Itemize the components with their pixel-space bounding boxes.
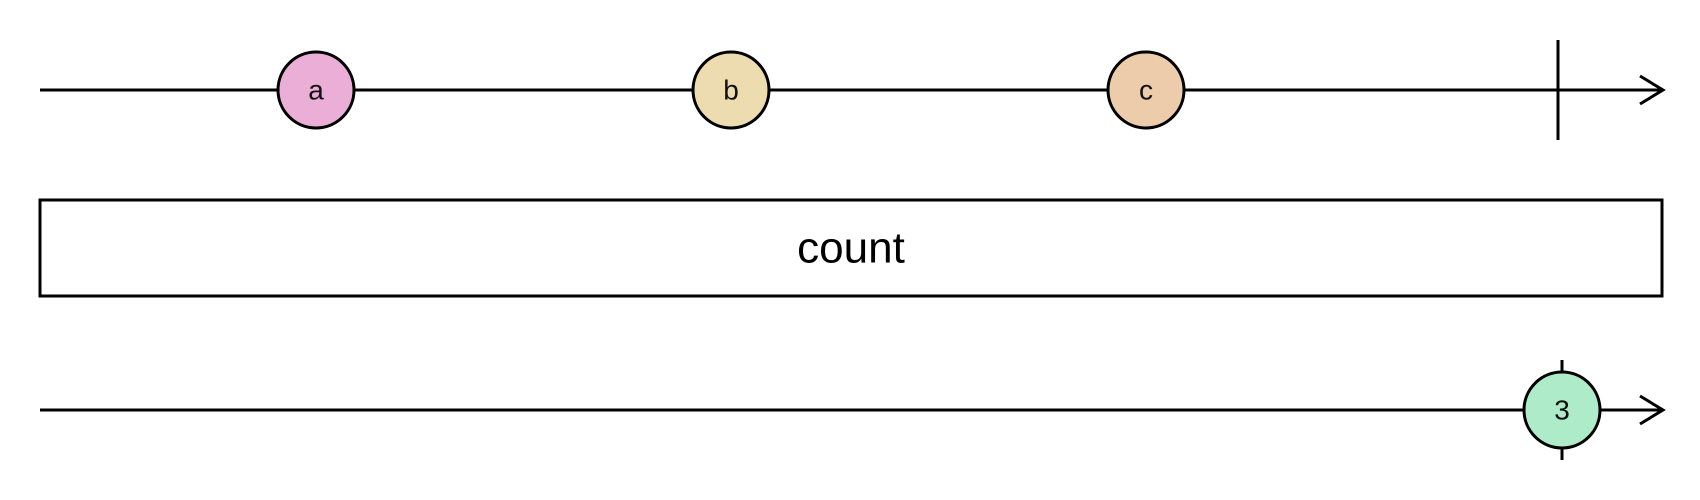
output-timeline: 3 <box>40 360 1666 460</box>
input-marble-b-label: b <box>723 75 739 106</box>
operator-box-rect <box>38 198 1664 298</box>
operator-label: count <box>797 224 905 273</box>
output-marble-3: 3 <box>1522 370 1602 450</box>
input-timeline-arrowhead <box>1639 74 1666 106</box>
input-marble-c-label: c <box>1139 75 1153 106</box>
input-marble-c: c <box>1106 50 1186 130</box>
input-marble-a-label: a <box>308 75 324 106</box>
input-marble-a-circle <box>276 50 356 130</box>
output-marble-3-label: 3 <box>1554 395 1570 426</box>
input-timeline: a b c <box>40 40 1666 140</box>
operator-box: count <box>38 198 1664 298</box>
input-marble-c-circle <box>1106 50 1186 130</box>
input-marble-b-circle <box>691 50 771 130</box>
input-marble-a: a <box>276 50 356 130</box>
output-marble-3-circle <box>1522 370 1602 450</box>
input-marble-b: b <box>691 50 771 130</box>
output-timeline-arrowhead <box>1639 394 1666 426</box>
